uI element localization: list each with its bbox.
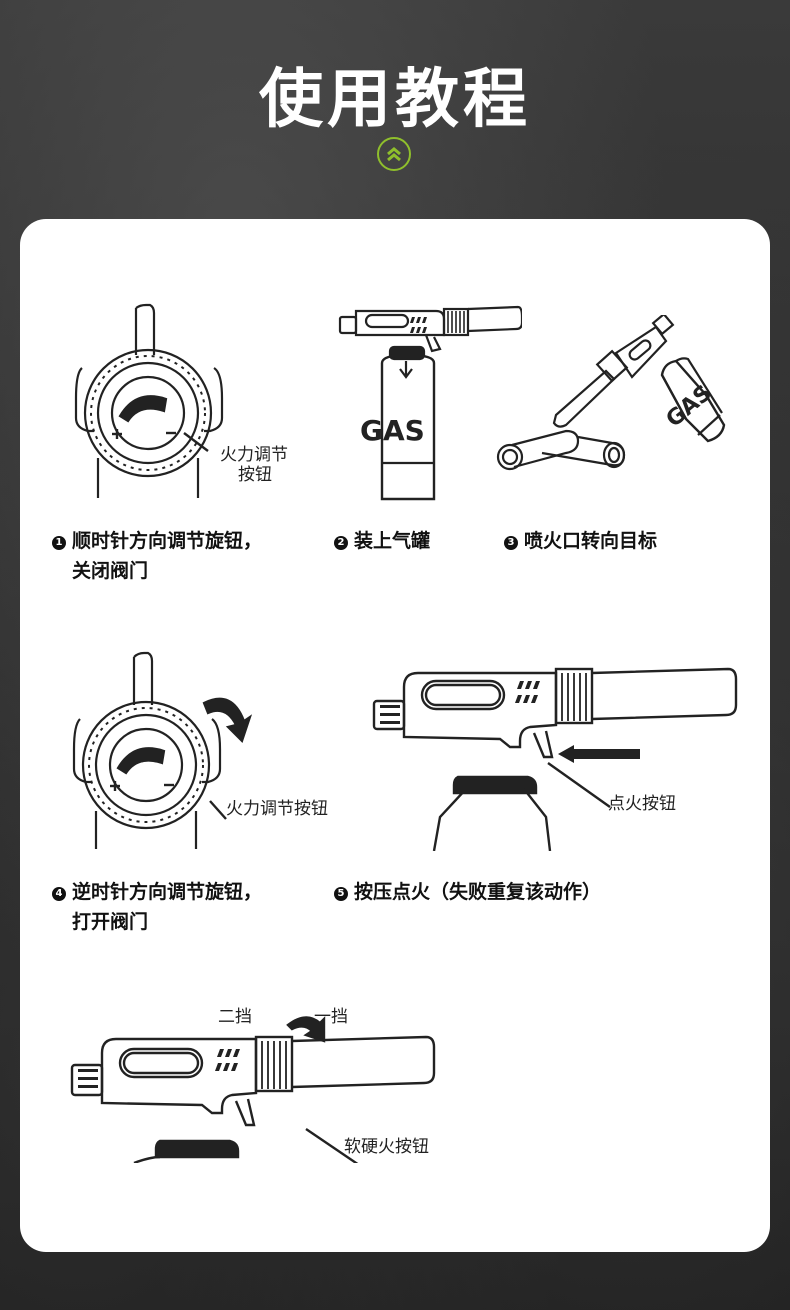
knob-callout-line2: 按钮 xyxy=(238,465,272,485)
knob-open-callout: 火力调节按钮 xyxy=(226,799,328,819)
step-3-number: 3 xyxy=(504,536,518,550)
step-5-number: 5 xyxy=(334,887,348,901)
step-1: 1 顺时针方向调节旋钮， 关闭阀门 xyxy=(52,526,262,586)
gas-label: GAS xyxy=(360,414,425,447)
step-5-line1: 按压点火（失败重复该动作） xyxy=(354,881,602,903)
step-2-number: 2 xyxy=(334,536,348,550)
step-5: 5 按压点火（失败重复该动作） xyxy=(334,877,601,907)
knob-callout-label: 火力调节 按钮 xyxy=(220,445,288,485)
install-gas-illustration xyxy=(338,305,522,501)
step-2: 2 装上气罐 xyxy=(334,526,430,556)
step-4-number: 4 xyxy=(52,887,66,901)
step-4: 4 逆时针方向调节旋钮， 打开阀门 xyxy=(52,877,262,937)
step-2-line1: 装上气罐 xyxy=(354,530,431,552)
step-3: 3 喷火口转向目标 xyxy=(504,526,657,556)
tutorial-card: 火力调节 按钮 GAS xyxy=(20,219,770,1252)
step-1-line2: 关闭阀门 xyxy=(72,560,149,582)
knob-open-illustration xyxy=(72,651,253,849)
soft-hard-flame-illustration xyxy=(70,1016,436,1163)
soft-hard-callout: 软硬火按钮 xyxy=(344,1137,429,1157)
step-1-number: 1 xyxy=(52,536,66,550)
step-4-line1: 逆时针方向调节旋钮， xyxy=(72,881,263,903)
step-4-line2: 打开阀门 xyxy=(72,911,149,933)
press-ignite-illustration xyxy=(372,667,738,851)
ignite-callout: 点火按钮 xyxy=(608,794,676,814)
knob-close-illustration xyxy=(74,303,224,498)
gear-2-label: 二挡 xyxy=(218,1007,252,1027)
double-chevron-up-icon xyxy=(377,137,411,171)
step-3-line1: 喷火口转向目标 xyxy=(524,530,658,552)
gear-1-label: 一挡 xyxy=(314,1007,348,1027)
step-1-line1: 顺时针方向调节旋钮， xyxy=(72,530,263,552)
knob-callout-line1: 火力调节 xyxy=(220,445,288,465)
aim-target-illustration xyxy=(496,315,726,471)
page-title: 使用教程 xyxy=(259,63,531,137)
